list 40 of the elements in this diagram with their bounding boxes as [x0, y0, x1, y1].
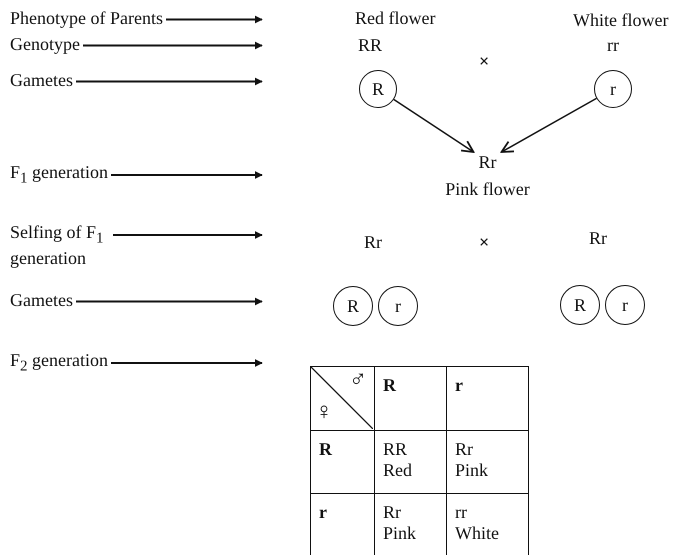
- row-label: Gametes: [10, 70, 73, 91]
- offspring-cell: Rr Pink: [446, 430, 528, 494]
- female-symbol: ♀: [315, 399, 333, 427]
- arrow: [166, 16, 263, 24]
- male-symbol: ♂: [349, 367, 367, 395]
- gamete-circle: R: [560, 285, 600, 325]
- phenotype-label: Pink flower: [445, 178, 530, 200]
- arrow: [113, 231, 263, 239]
- gamete-circle: r: [378, 286, 418, 326]
- arrow: [111, 171, 263, 179]
- genotype-label: Rr: [478, 152, 496, 173]
- gamete-circle: R: [333, 286, 373, 326]
- genotype-label: Rr: [589, 228, 607, 249]
- row-label: Phenotype of Parents: [10, 8, 163, 29]
- genotype-label: Rr: [364, 232, 382, 253]
- phenotype-label: White flower: [573, 10, 668, 31]
- arrow: [393, 98, 474, 153]
- arrow: [111, 359, 263, 367]
- gamete-circle: R: [359, 70, 397, 108]
- gamete-circle: r: [594, 70, 632, 108]
- allele-header-cell: r: [310, 494, 374, 555]
- arrow: [500, 98, 597, 153]
- arrow: [76, 78, 263, 86]
- genotype-label: rr: [607, 35, 619, 56]
- row-label: Genotype: [10, 34, 80, 55]
- allele-header-cell: R: [374, 366, 446, 430]
- allele-header-cell: R: [310, 430, 374, 494]
- gamete-circle: r: [605, 285, 645, 325]
- arrow: [83, 42, 263, 50]
- row-label: Selfing of F$_{1}$ generation: [10, 222, 110, 269]
- cross-sign: ×: [479, 232, 490, 253]
- phenotype-label: Red flower: [355, 8, 436, 29]
- row-label: F$_{1}$ generation: [10, 162, 108, 188]
- cross-sign: ×: [479, 51, 490, 72]
- arrow: [76, 298, 263, 306]
- allele-header-cell: r: [446, 366, 528, 430]
- offspring-cell: RR Red: [374, 430, 446, 494]
- row-label: Gametes: [10, 290, 73, 311]
- genotype-label: RR: [358, 35, 382, 56]
- row-label: F$_{2}$ generation: [10, 350, 108, 376]
